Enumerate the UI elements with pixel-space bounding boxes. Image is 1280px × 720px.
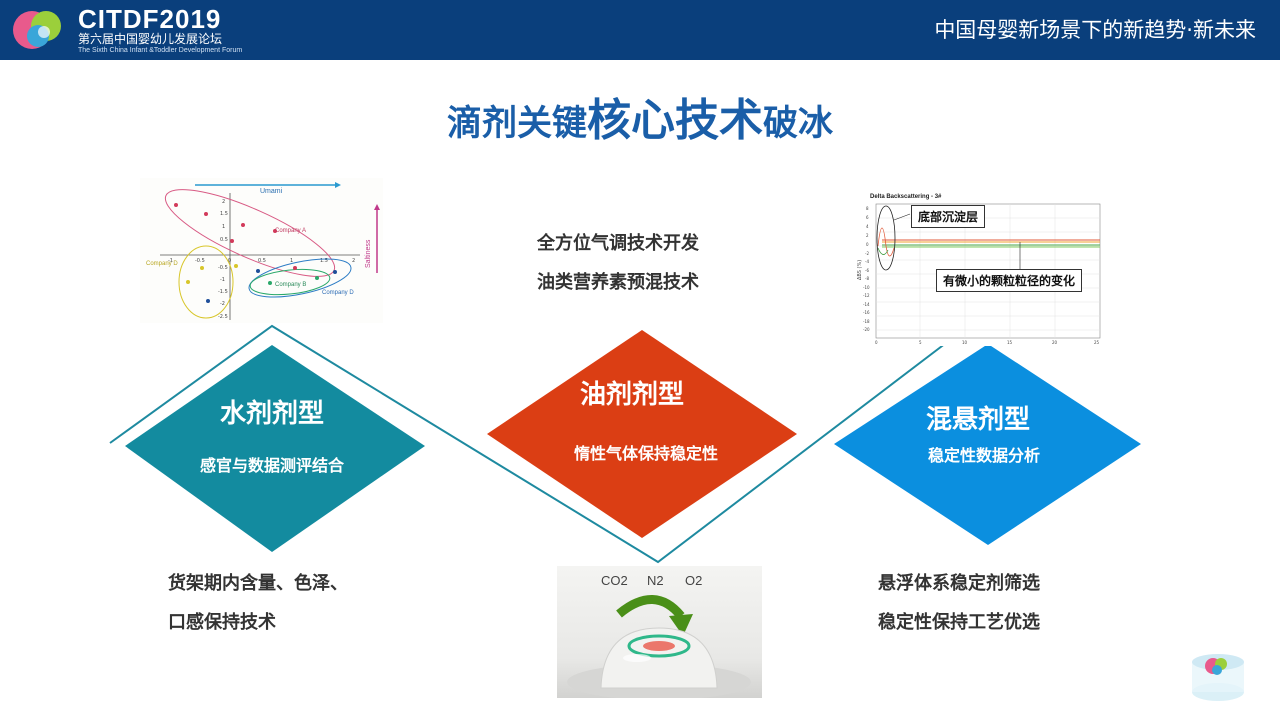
backscatter-x-tick: 20 bbox=[1052, 340, 1058, 345]
list-item: 口感保持技术 bbox=[168, 612, 276, 633]
scatter-x-tick: -0.5 bbox=[195, 258, 205, 264]
backscatter-y-tick: -14 bbox=[863, 302, 870, 307]
scatter-y-tick: 1 bbox=[222, 224, 225, 230]
gas-label-o2: O2 bbox=[685, 573, 702, 588]
scatter-y-label: Saltiness bbox=[365, 239, 372, 268]
scatter-company-label: Company D bbox=[146, 261, 178, 267]
scatter-x-tick: 1.5 bbox=[320, 258, 328, 264]
diamond-oil-title: 油剂剂型 bbox=[579, 380, 684, 410]
oil-technology-list: 全方位气调技术开发 油类营养素预混技术 bbox=[537, 224, 699, 302]
zigzag-connector-line bbox=[109, 324, 947, 564]
backscatter-y-tick: -8 bbox=[865, 276, 869, 281]
backscatter-y-tick: -2 bbox=[865, 251, 869, 256]
scatter-y-tick: -0.5 bbox=[218, 265, 228, 271]
scatter-x-tick: 1 bbox=[290, 258, 293, 264]
backscatter-y-tick: -6 bbox=[865, 268, 869, 273]
diamond-oil bbox=[487, 330, 797, 538]
scatter-y-tick: -2 bbox=[220, 301, 225, 307]
gas-label-n2: N2 bbox=[647, 573, 664, 588]
scatter-company-label: Company B bbox=[275, 282, 306, 288]
scatter-x-tick: 0.5 bbox=[258, 258, 266, 264]
title-part-2: 核心技术 bbox=[587, 95, 763, 146]
annotation-bottom-sediment: 底部沉淀层 bbox=[911, 205, 986, 228]
header-slogan: 中国母婴新场景下的新趋势·新未来 bbox=[934, 18, 1256, 42]
diamond-suspension bbox=[834, 344, 1141, 545]
backscatter-x-tick: 15 bbox=[1007, 340, 1013, 345]
backscatter-chart-image: Delta Backscattering - 3# ΔBS (%) 8 6 4 … bbox=[856, 190, 1104, 346]
backscatter-y-tick: 2 bbox=[866, 233, 869, 238]
page-title: 滴剂关键核心技术破冰 bbox=[0, 84, 1280, 148]
backscatter-y-tick: -12 bbox=[863, 293, 870, 298]
scatter-company-label: Company D bbox=[322, 290, 354, 296]
list-item: 油类营养素预混技术 bbox=[537, 272, 699, 293]
diamond-water bbox=[125, 345, 425, 552]
backscatter-x-tick: 0 bbox=[875, 340, 878, 345]
backscatter-y-tick: -18 bbox=[863, 319, 870, 324]
backscatter-y-tick: 4 bbox=[866, 224, 869, 229]
title-part-1: 滴剂关键 bbox=[446, 104, 587, 144]
scatter-y-tick: -1.5 bbox=[218, 289, 228, 295]
corner-logo-icon bbox=[1192, 654, 1244, 701]
list-item: 全方位气调技术开发 bbox=[537, 233, 699, 254]
forum-logo-icon bbox=[13, 11, 61, 49]
diamond-suspension-title: 混悬剂型 bbox=[925, 405, 1030, 435]
header-bar: CITDF2019 第六届中国婴幼儿发展论坛 The Sixth China I… bbox=[0, 0, 1280, 60]
backscatter-y-tick: -20 bbox=[863, 327, 870, 332]
backscatter-y-tick: -10 bbox=[863, 285, 870, 290]
sensory-scatter-image: Umami Saltiness -1 -0.5 0 0.5 1 1.5 2 2 … bbox=[140, 178, 383, 323]
scatter-x-label: Umami bbox=[260, 188, 283, 195]
diamond-suspension-subtitle: 稳定性数据分析 bbox=[927, 446, 1040, 465]
scatter-y-tick: 0.5 bbox=[220, 237, 228, 243]
inert-gas-drop-image: CO2 N2 O2 bbox=[557, 566, 762, 698]
backscatter-x-tick: 10 bbox=[962, 340, 968, 345]
annotation-particle-size-change: 有微小的颗粒粒径的变化 bbox=[936, 269, 1083, 292]
backscatter-x-tick: 5 bbox=[919, 340, 922, 345]
backscatter-x-tick: 25 bbox=[1094, 340, 1100, 345]
diamond-oil-subtitle: 惰性气体保持稳定性 bbox=[573, 444, 718, 463]
list-item: 货架期内含量、色泽、 bbox=[168, 573, 348, 594]
scatter-company-label: Company A bbox=[275, 228, 306, 234]
list-item: 稳定性保持工艺优选 bbox=[878, 612, 1040, 633]
backscatter-y-tick: 8 bbox=[866, 206, 869, 211]
scatter-x-tick: 0 bbox=[228, 258, 231, 264]
logo-title: CITDF2019 bbox=[78, 4, 222, 34]
gas-label-co2: CO2 bbox=[601, 573, 628, 588]
backscatter-y-tick: 0 bbox=[866, 242, 869, 247]
diamond-water-subtitle: 感官与数据测评结合 bbox=[199, 456, 344, 475]
logo-english-name: The Sixth China Infant &Toddler Developm… bbox=[78, 47, 243, 54]
scatter-y-tick: -1 bbox=[220, 277, 225, 283]
suspension-technology-list: 悬浮体系稳定剂筛选 稳定性保持工艺优选 bbox=[878, 564, 1040, 642]
scatter-y-tick: 1.5 bbox=[220, 211, 228, 217]
backscatter-y-tick: -16 bbox=[863, 310, 870, 315]
scatter-x-tick: 2 bbox=[352, 258, 355, 264]
scatter-y-tick: 2 bbox=[222, 199, 225, 205]
backscatter-y-tick: -4 bbox=[865, 259, 869, 264]
logo-chinese-name: 第六届中国婴幼儿发展论坛 bbox=[78, 32, 223, 46]
diamond-water-title: 水剂剂型 bbox=[219, 399, 324, 429]
list-item: 悬浮体系稳定剂筛选 bbox=[878, 573, 1040, 594]
scatter-x-tick: -1 bbox=[168, 258, 173, 264]
title-part-3: 破冰 bbox=[763, 104, 834, 144]
water-technology-list: 货架期内含量、色泽、 口感保持技术 bbox=[168, 564, 348, 642]
backscatter-y-tick: 6 bbox=[866, 215, 869, 220]
scatter-y-tick: -2.5 bbox=[218, 314, 228, 320]
backscatter-y-label: ΔBS (%) bbox=[857, 260, 863, 280]
backscatter-title: Delta Backscattering - 3# bbox=[870, 194, 942, 200]
